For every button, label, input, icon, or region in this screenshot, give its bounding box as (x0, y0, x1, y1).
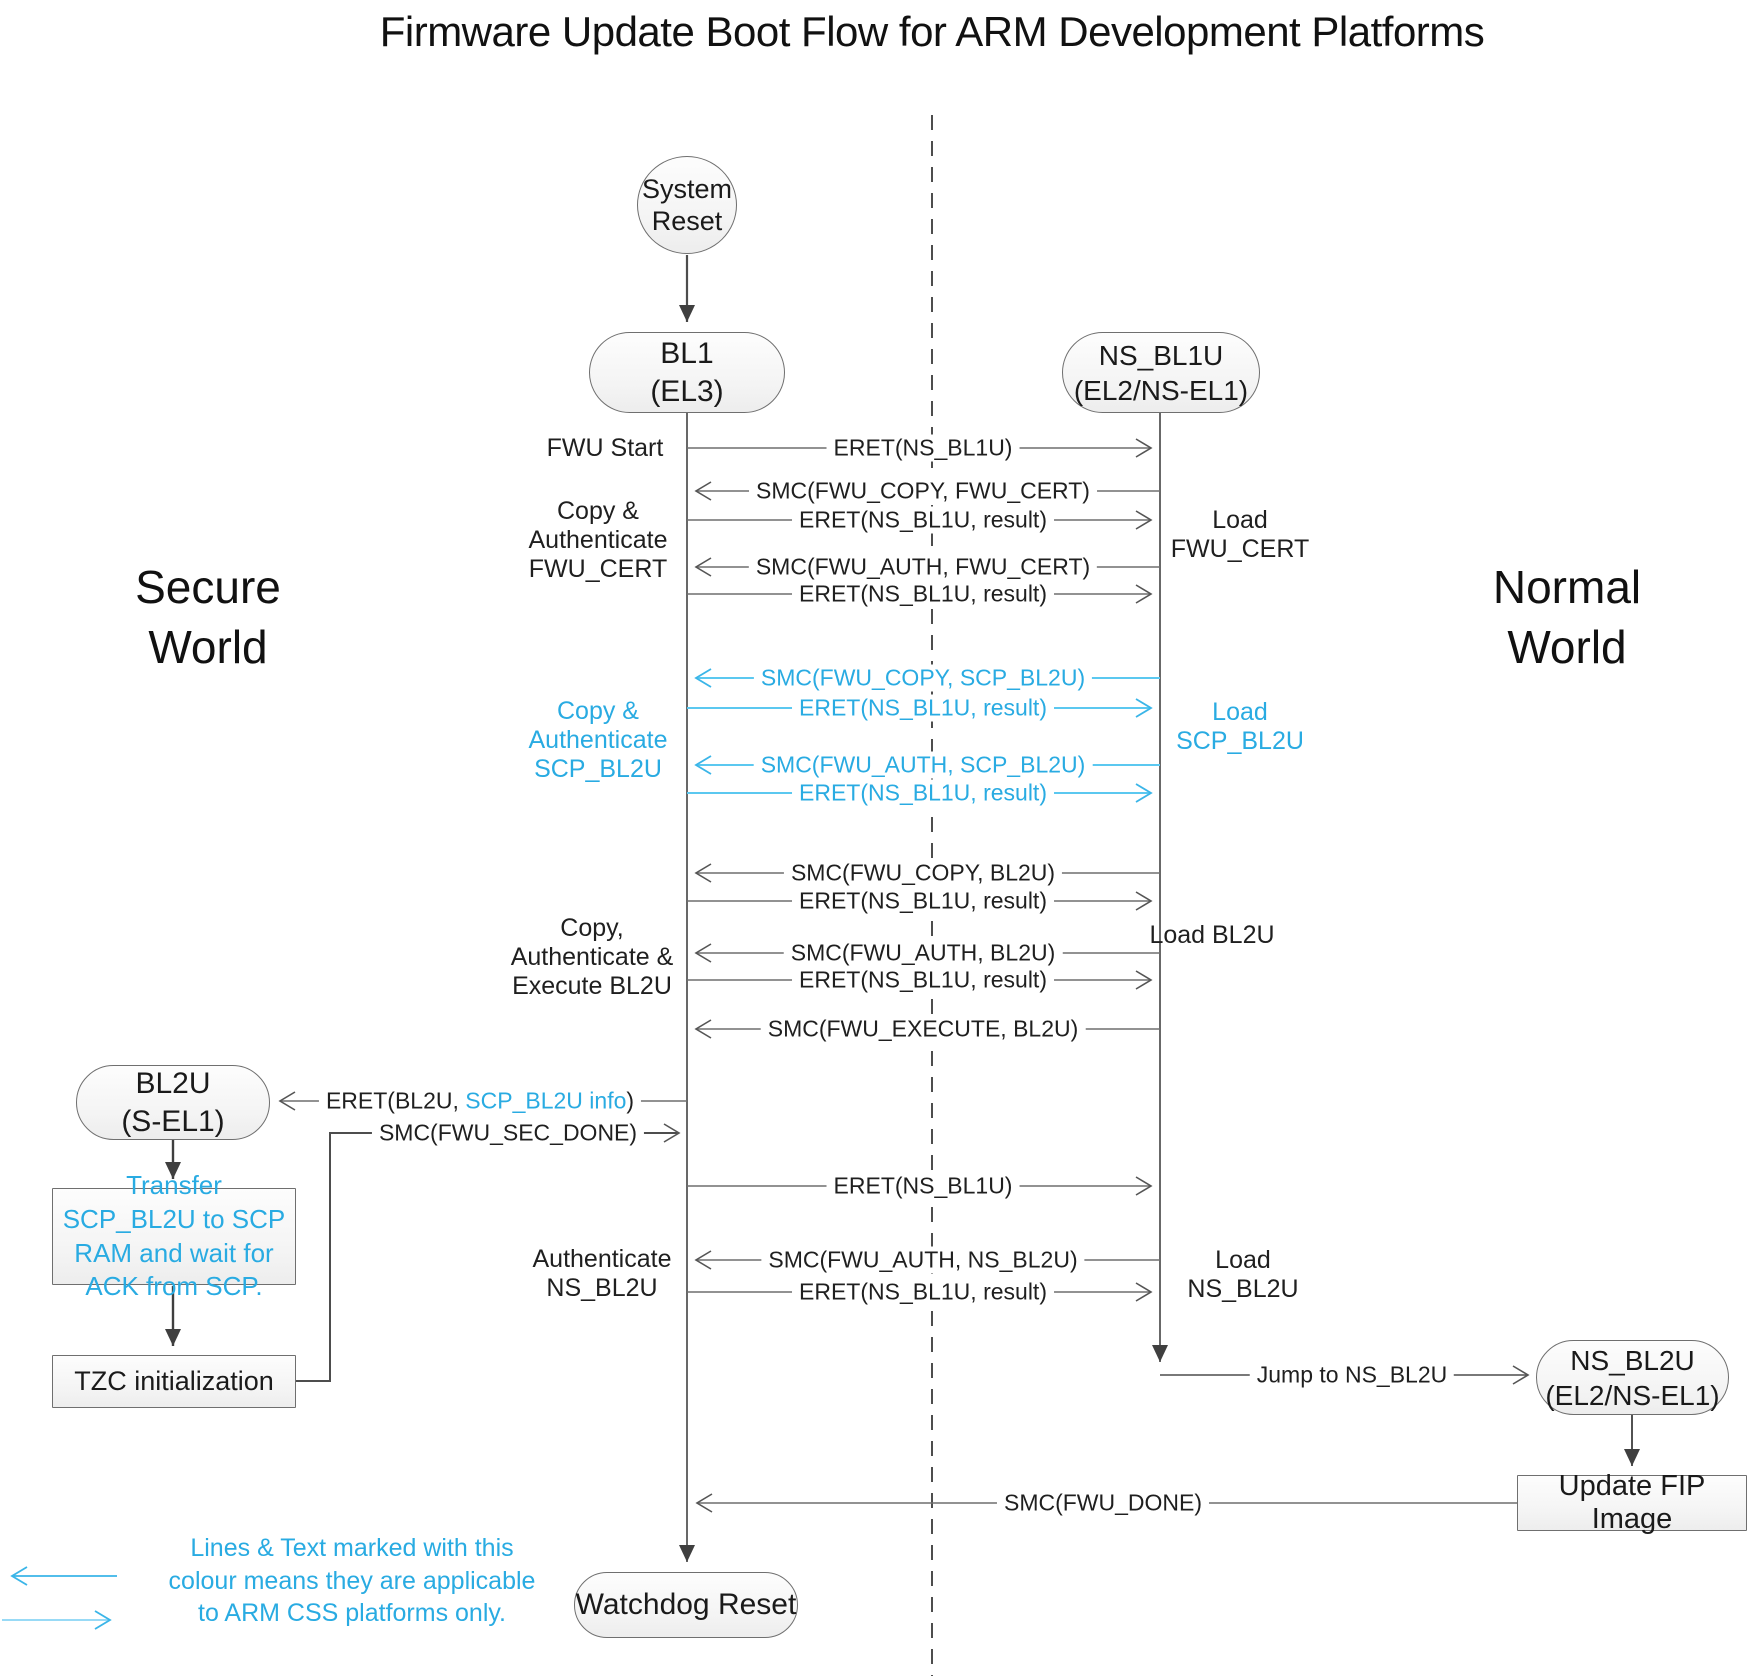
message-smc-fwu-copy-bl2u: SMC(FWU_COPY, BL2U) (783, 859, 1063, 887)
message-smc-fwu-copy-fwu-cert: SMC(FWU_COPY, FWU_CERT) (749, 477, 1097, 505)
message-smc-fwu-auth-scp-bl2u: SMC(FWU_AUTH, SCP_BL2U) (753, 751, 1093, 779)
node-ns-bl1u-level: (EL2/NS-EL1) (1073, 374, 1249, 406)
node-bl2u-level: (S-EL1) (121, 1104, 225, 1138)
message-eret-result-2: ERET(NS_BL1U, result) (792, 580, 1054, 608)
message-smc-fwu-execute-bl2u: SMC(FWU_EXECUTE, BL2U) (760, 1015, 1086, 1043)
node-system-reset: System Reset (637, 156, 737, 254)
message-eret-result-scp-1: ERET(NS_BL1U, result) (792, 694, 1054, 722)
node-ns-bl1u-name: NS_BL1U (1098, 339, 1224, 371)
node-tzc-init: TZC initialization (52, 1355, 296, 1408)
message-eret-bl2u-scp-info: ERET(BL2U, SCP_BL2U info) (318, 1087, 642, 1115)
node-ns-bl1u: NS_BL1U (EL2/NS-EL1) (1062, 332, 1260, 413)
annotation-load-scp-bl2u: Load SCP_BL2U (1176, 698, 1304, 755)
message-eret-ns-bl1u-1: ERET(NS_BL1U) (826, 434, 1020, 462)
annotation-auth-ns-bl2u: Authenticate NS_BL2U (532, 1245, 672, 1302)
message-eret-ns-bl1u-2: ERET(NS_BL1U) (826, 1172, 1020, 1200)
node-update-fip: Update FIP Image (1517, 1470, 1747, 1535)
message-eret-bl2u-highlight: SCP_BL2U info (465, 1087, 627, 1114)
annotation-copy-auth-fwu-cert: Copy & Authenticate FWU_CERT (528, 497, 668, 583)
node-bl1: BL1 (EL3) (589, 332, 785, 413)
message-eret-result-3: ERET(NS_BL1U, result) (792, 887, 1054, 915)
node-bl1-name: BL1 (660, 337, 714, 370)
annotation-load-ns-bl2u: Load NS_BL2U (1187, 1246, 1299, 1303)
annotation-fwu-start: FWU Start (546, 434, 664, 462)
message-eret-bl2u-suffix: ) (626, 1087, 635, 1114)
node-bl2u: BL2U (S-EL1) (76, 1065, 270, 1140)
message-smc-fwu-auth-fwu-cert: SMC(FWU_AUTH, FWU_CERT) (748, 553, 1098, 581)
message-eret-result-5: ERET(NS_BL1U, result) (792, 1278, 1054, 1306)
node-ns-bl2u: NS_BL2U (EL2/NS-EL1) (1536, 1340, 1729, 1415)
message-smc-fwu-auth-ns-bl2u: SMC(FWU_AUTH, NS_BL2U) (761, 1246, 1085, 1274)
message-smc-fwu-sec-done: SMC(FWU_SEC_DONE) (371, 1119, 645, 1147)
node-transfer-scp: Transfer SCP_BL2U to SCP RAM and wait fo… (52, 1170, 296, 1301)
message-jump-to-ns-bl2u: Jump to NS_BL2U (1249, 1361, 1455, 1389)
node-ns-bl2u-level: (EL2/NS-EL1) (1545, 1379, 1720, 1411)
annotation-copy-auth-exec-bl2u: Copy, Authenticate & Execute BL2U (510, 914, 674, 1000)
message-smc-fwu-copy-scp-bl2u: SMC(FWU_COPY, SCP_BL2U) (753, 664, 1093, 692)
message-smc-fwu-auth-bl2u: SMC(FWU_AUTH, BL2U) (783, 939, 1063, 967)
annotation-load-fwu-cert: Load FWU_CERT (1170, 506, 1310, 563)
legend-note: Lines & Text marked with this colour mea… (168, 1534, 536, 1627)
node-ns-bl2u-name: NS_BL2U (1570, 1344, 1695, 1376)
message-eret-result-scp-2: ERET(NS_BL1U, result) (792, 779, 1054, 807)
annotation-load-bl2u: Load BL2U (1149, 921, 1275, 949)
node-bl2u-name: BL2U (135, 1067, 211, 1100)
secure-world-label: Secure World (135, 561, 281, 673)
message-smc-fwu-done: SMC(FWU_DONE) (996, 1489, 1210, 1517)
message-eret-bl2u-prefix: ERET(BL2U, (325, 1087, 466, 1114)
normal-world-label: Normal World (1492, 561, 1642, 673)
annotation-copy-auth-scp-bl2u: Copy & Authenticate SCP_BL2U (528, 697, 668, 783)
node-watchdog-reset: Watchdog Reset (574, 1572, 798, 1638)
page-title: Firmware Update Boot Flow for ARM Develo… (379, 8, 1485, 55)
node-bl1-level: (EL3) (650, 374, 724, 408)
message-eret-result-1: ERET(NS_BL1U, result) (792, 506, 1054, 534)
message-eret-result-4: ERET(NS_BL1U, result) (792, 966, 1054, 994)
